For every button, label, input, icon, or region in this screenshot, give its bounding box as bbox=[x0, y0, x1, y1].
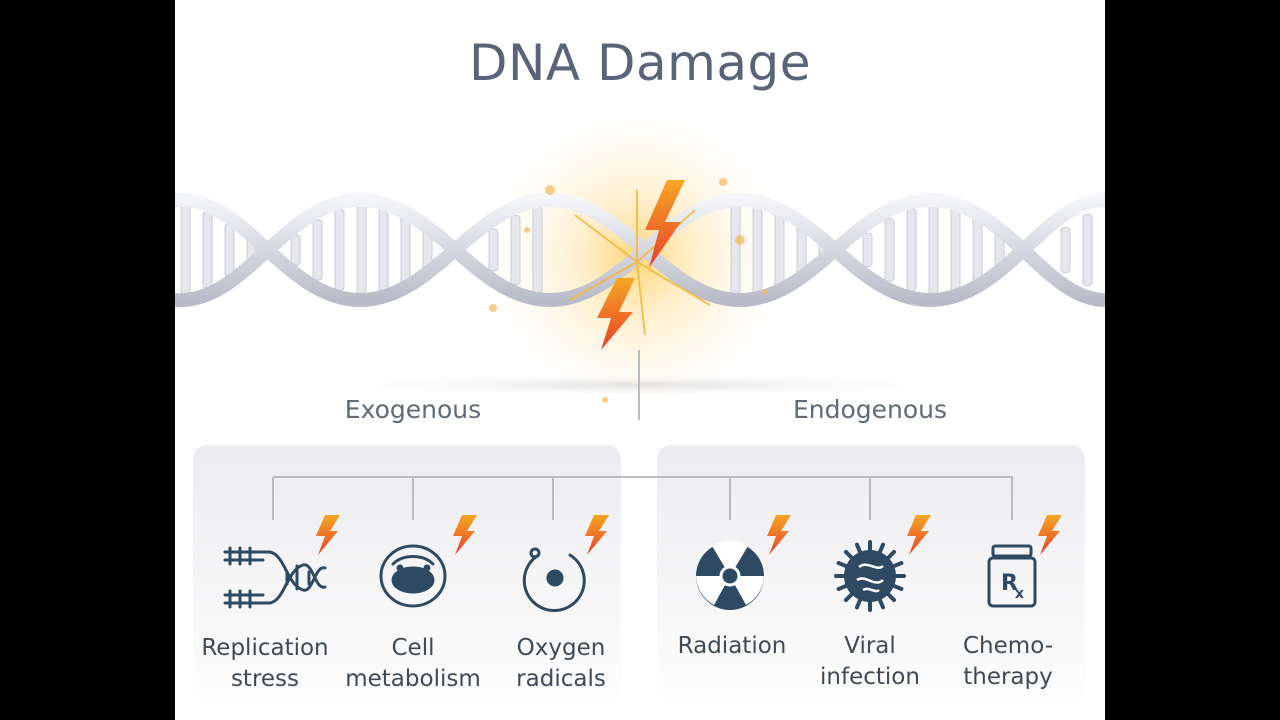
oxygen-radical-icon bbox=[522, 547, 586, 613]
page-title: DNA Damage bbox=[469, 34, 811, 92]
helix-rung bbox=[1082, 214, 1093, 286]
helix-rung bbox=[1060, 227, 1071, 273]
cell-icon bbox=[379, 544, 447, 608]
svg-text:x: x bbox=[1015, 586, 1024, 602]
helix-rung bbox=[884, 218, 895, 282]
helix-rung bbox=[312, 219, 323, 281]
virus-spike bbox=[854, 542, 863, 554]
virus-spike bbox=[886, 592, 897, 603]
rx-bottle-icon bbox=[987, 544, 1037, 608]
virus-spike bbox=[892, 583, 904, 592]
virus-spike bbox=[886, 549, 897, 560]
helix-rung bbox=[862, 232, 873, 268]
dna-replication-icon bbox=[223, 546, 327, 609]
chemotherapy-label: Chemo-therapy bbox=[963, 633, 1053, 690]
virus-icon bbox=[834, 540, 906, 612]
virus-spike bbox=[877, 598, 886, 610]
virus-spike bbox=[892, 560, 904, 569]
dna-helix-illustration bbox=[175, 108, 1105, 420]
connector-lines bbox=[272, 476, 1013, 520]
virus-spike bbox=[836, 560, 848, 569]
virus-spike bbox=[877, 542, 886, 554]
radiation-icon bbox=[696, 540, 764, 610]
virus-spike bbox=[843, 592, 854, 603]
endogenous-label: Endogenous bbox=[792, 395, 948, 424]
virus-spike bbox=[854, 598, 863, 610]
helix-rung bbox=[510, 215, 521, 285]
virus-spike bbox=[843, 549, 854, 560]
svg-text:R: R bbox=[1001, 571, 1018, 596]
cause-icons: R x bbox=[223, 515, 1062, 613]
slide: DNA Damage bbox=[175, 0, 1105, 720]
radiation-label: Radiation bbox=[677, 633, 787, 659]
virus-spike bbox=[836, 583, 848, 592]
helix-rung bbox=[488, 228, 499, 272]
exogenous-label: Exogenous bbox=[344, 395, 482, 424]
